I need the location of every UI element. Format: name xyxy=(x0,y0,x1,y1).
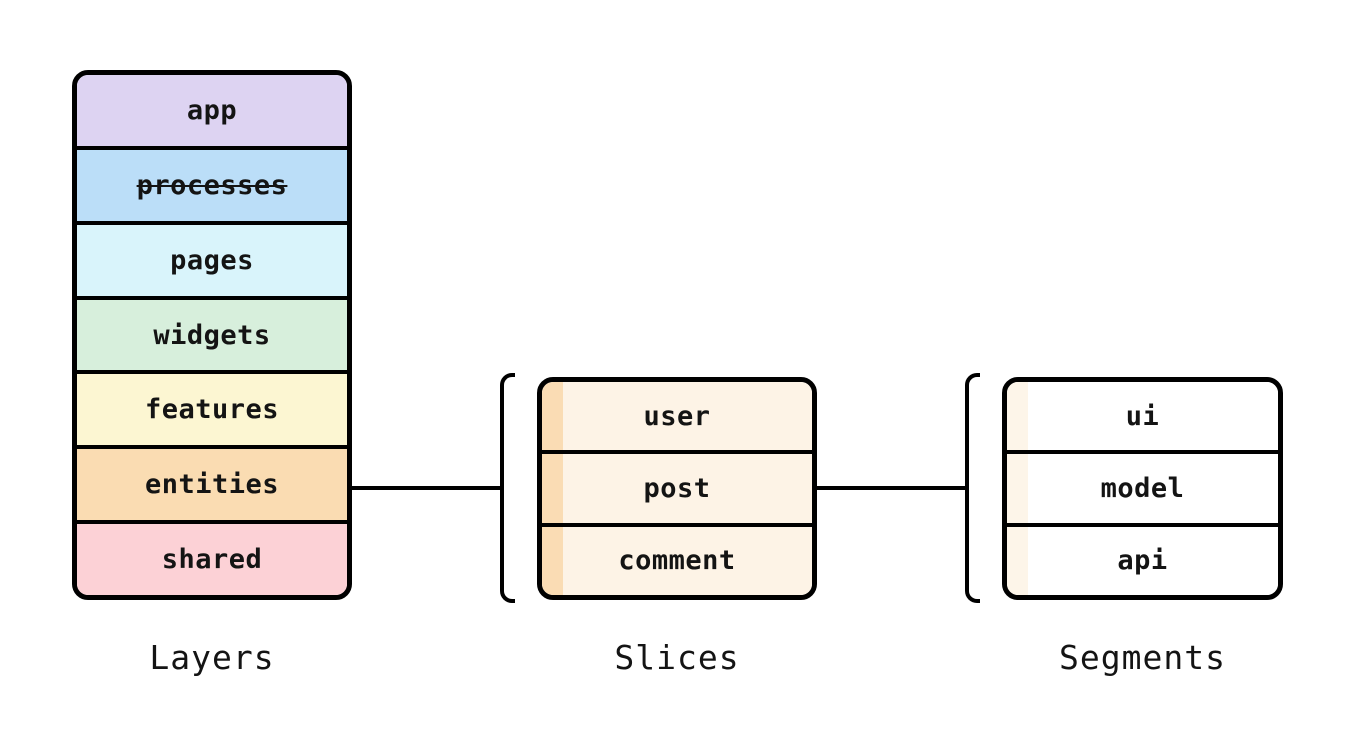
layer-row-pages: pages xyxy=(77,220,347,296)
layers-caption: Layers xyxy=(149,638,275,677)
layer-row-widgets: widgets xyxy=(77,295,347,371)
segment-row-model: model xyxy=(1007,450,1278,523)
slice-row-comment: comment xyxy=(542,522,812,595)
slice-label-user: user xyxy=(643,400,711,432)
layer-row-shared: shared xyxy=(77,520,347,595)
segment-label-ui: ui xyxy=(1125,400,1160,432)
layer-row-features: features xyxy=(77,370,347,446)
slice-row-post: post xyxy=(542,450,812,523)
slice-label-comment: comment xyxy=(618,545,736,577)
layer-row-app: app xyxy=(77,75,347,146)
layer-label-processes: processes xyxy=(136,169,288,201)
slices-bracket xyxy=(500,373,515,603)
layer-label-shared: shared xyxy=(161,544,263,576)
layer-label-pages: pages xyxy=(170,244,254,276)
layer-label-app: app xyxy=(186,94,238,126)
slices-stack: user post comment xyxy=(537,377,817,600)
segment-row-api: api xyxy=(1007,522,1278,595)
layer-row-entities: entities xyxy=(77,445,347,521)
layer-label-widgets: widgets xyxy=(153,319,271,351)
segment-label-model: model xyxy=(1100,472,1185,504)
slices-caption: Slices xyxy=(614,638,740,677)
slice-label-post: post xyxy=(643,472,711,504)
segment-label-api: api xyxy=(1117,545,1168,577)
layer-label-entities: entities xyxy=(144,469,280,501)
segments-bracket xyxy=(965,373,980,603)
slice-row-user: user xyxy=(542,382,812,451)
connector-slices-to-segments xyxy=(817,486,969,490)
layer-label-features: features xyxy=(144,394,280,426)
layers-stack: app processes pages widgets features ent… xyxy=(72,70,352,600)
segments-caption: Segments xyxy=(1059,638,1226,677)
segments-stack: ui model api xyxy=(1002,377,1283,600)
layer-row-processes: processes xyxy=(77,145,347,221)
segment-row-ui: ui xyxy=(1007,382,1278,451)
connector-layers-to-slices xyxy=(352,486,504,490)
